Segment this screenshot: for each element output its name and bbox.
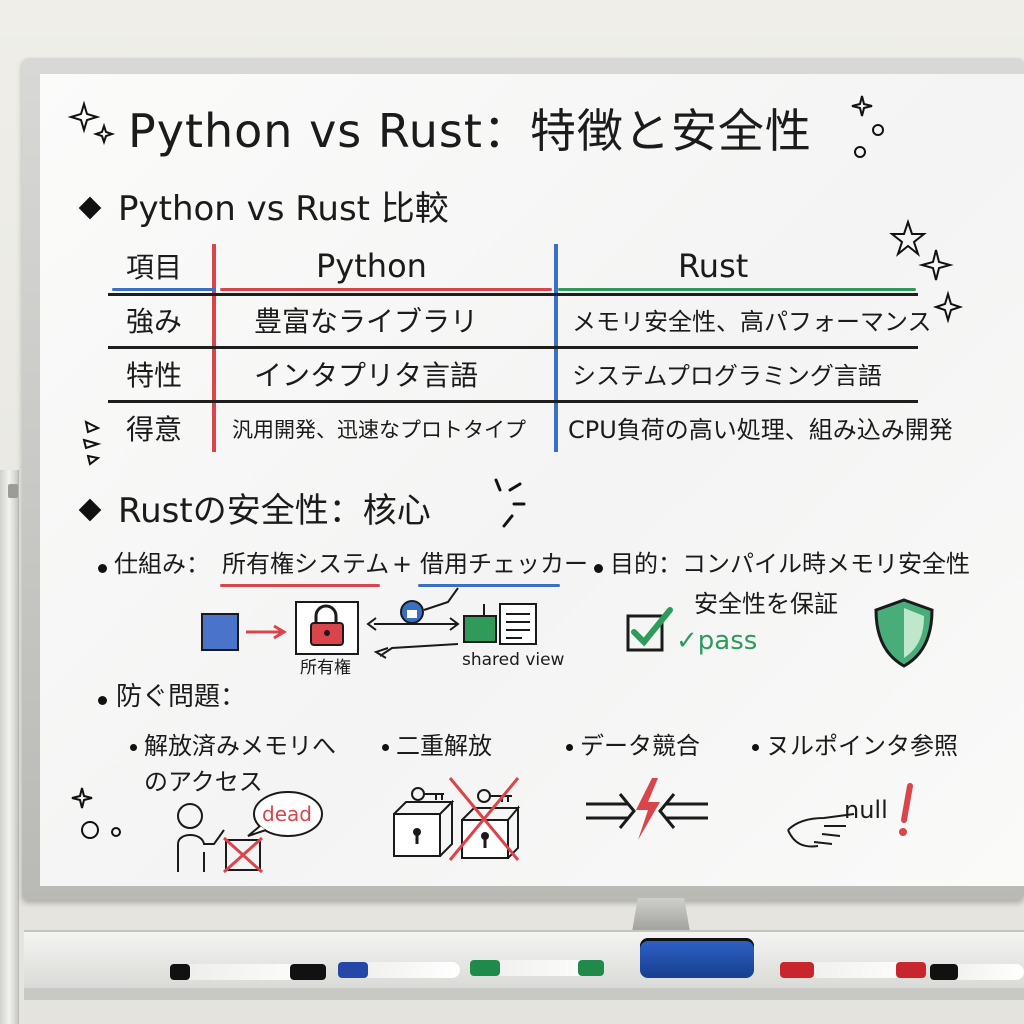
shield-icon bbox=[874, 598, 934, 668]
mechanism-borrow: 借用チェッカー bbox=[420, 550, 588, 578]
pass-label: ✓pass bbox=[676, 626, 758, 656]
sparkle-icon bbox=[494, 478, 526, 528]
problems-heading: 防ぐ問題： bbox=[116, 682, 247, 712]
dangling-access-doodle bbox=[177, 791, 323, 874]
black-marker[interactable] bbox=[170, 964, 324, 980]
borrow-underline bbox=[418, 584, 560, 587]
problem-4: ヌルポインタ参照 bbox=[766, 732, 958, 760]
table-cell: 強み bbox=[126, 305, 183, 338]
black-marker-cap bbox=[930, 964, 958, 980]
table-header: 項目 bbox=[126, 251, 183, 284]
bullet-dot bbox=[98, 564, 107, 573]
section1-heading: Python vs Rust 比較 bbox=[118, 189, 449, 229]
mechanism-prefix: 仕組み： bbox=[114, 550, 210, 578]
ownership-label: 所有権 bbox=[300, 658, 351, 678]
purpose-line1: 目的：コンパイル時メモリ安全性 bbox=[610, 550, 970, 578]
table-cell: インタプリタ言語 bbox=[254, 359, 479, 392]
whiteboard bbox=[40, 74, 1024, 886]
board-title: Python vs Rust：特徴と安全性 bbox=[128, 104, 812, 158]
null-label: null bbox=[844, 796, 888, 824]
problem-1-line1: 解放済みメモリへ bbox=[144, 732, 336, 760]
tray-bracket bbox=[632, 898, 690, 932]
pointing-hand-icon bbox=[787, 813, 855, 848]
bullet-dot bbox=[594, 564, 603, 573]
exclamation-icon bbox=[899, 783, 913, 836]
green-marker-cap bbox=[470, 960, 500, 976]
data-race-doodle bbox=[586, 778, 708, 840]
table-header: Rust bbox=[678, 247, 749, 285]
bullet-dot bbox=[130, 744, 137, 751]
table-header: Python bbox=[316, 247, 427, 285]
red-marker-end bbox=[896, 962, 926, 978]
ownership-underline bbox=[220, 584, 380, 587]
table-cell: 得意 bbox=[126, 413, 183, 446]
double-free-doodle bbox=[393, 777, 521, 861]
mechanism-ownership: 所有権システム bbox=[222, 550, 390, 578]
sparkle-icon bbox=[851, 95, 884, 158]
purpose-line2: 安全性を保証 bbox=[694, 590, 838, 618]
header-underline bbox=[220, 288, 552, 291]
black-marker-cap bbox=[290, 964, 326, 980]
mechanism-plus: + bbox=[392, 550, 413, 578]
table-cell: 特性 bbox=[126, 359, 183, 392]
section2-heading: Rustの安全性：核心 bbox=[118, 491, 431, 531]
shared-view-label: shared view bbox=[462, 650, 565, 670]
table-rule bbox=[108, 293, 918, 296]
problem-3: データ競合 bbox=[580, 732, 700, 760]
sparkle-icon bbox=[67, 100, 116, 146]
table-rule bbox=[108, 400, 918, 403]
stand-knob bbox=[8, 484, 18, 498]
checkbox-icon bbox=[626, 607, 673, 652]
table-cell: CPU負荷の高い処理、組み込み開発 bbox=[568, 416, 953, 444]
table-cell: 汎用開発、迅速なプロトタイプ bbox=[232, 418, 526, 442]
red-marker[interactable] bbox=[780, 962, 926, 978]
blue-marker-cap bbox=[338, 962, 368, 978]
header-underline bbox=[558, 288, 916, 291]
green-marker-end bbox=[578, 960, 604, 976]
bullet-dot bbox=[752, 744, 759, 751]
sparkle-icon bbox=[889, 218, 964, 324]
marker-tray-lip bbox=[24, 988, 1024, 1000]
problem-2: 二重解放 bbox=[396, 732, 492, 760]
sparkle-icon bbox=[71, 787, 121, 839]
whiteboard-eraser[interactable] bbox=[640, 938, 754, 978]
green-marker[interactable] bbox=[470, 960, 604, 976]
stand-rail bbox=[0, 470, 19, 1024]
table-rule bbox=[108, 346, 918, 349]
dead-label: dead bbox=[262, 802, 312, 826]
ownership-diagram bbox=[201, 587, 537, 659]
bullet-dot bbox=[98, 696, 107, 705]
sparkle-icon bbox=[82, 420, 102, 466]
problem-1-line2: のアクセス bbox=[144, 768, 263, 796]
bullet-dot bbox=[382, 744, 389, 751]
blue-marker[interactable] bbox=[338, 962, 460, 978]
table-cell: システムプログラミング言語 bbox=[572, 362, 882, 390]
red-marker-cap bbox=[780, 962, 814, 978]
table-cell: メモリ安全性、高パフォーマンス bbox=[572, 308, 932, 336]
bullet-dot bbox=[566, 744, 573, 751]
header-underline bbox=[112, 288, 216, 291]
black-marker-end bbox=[170, 964, 190, 980]
table-cell: 豊富なライブラリ bbox=[254, 305, 479, 338]
